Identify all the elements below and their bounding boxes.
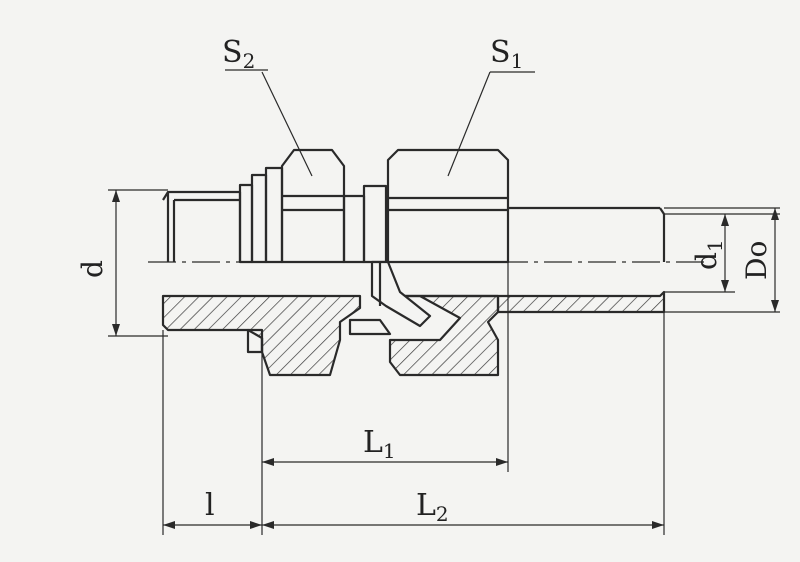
label-do: Do [740, 241, 773, 280]
leader-s2 [225, 69, 313, 177]
seal-ring [342, 184, 388, 264]
label-d: d [76, 260, 109, 278]
label-l1: L1 [363, 425, 396, 463]
label-l: l [205, 488, 215, 523]
dimension-d1-do [664, 207, 780, 313]
dimension-l1 [261, 262, 509, 472]
dimension-d [108, 189, 168, 337]
collar [238, 166, 284, 264]
tube-upper [508, 206, 666, 262]
hex-nut-s1 [386, 148, 510, 264]
threaded-body-left [162, 190, 242, 262]
label-s2: S2 [222, 35, 255, 73]
dimension-arrows [112, 190, 779, 529]
seal-ring-lower [348, 318, 392, 336]
label-l2: L2 [416, 488, 449, 526]
label-d1: d1 [690, 239, 727, 270]
leader-s1 [447, 71, 535, 177]
dimension-l2 [162, 312, 665, 535]
ferrule [370, 260, 432, 328]
label-s1: S1 [490, 35, 523, 73]
hex-nut-s2 [280, 148, 346, 264]
